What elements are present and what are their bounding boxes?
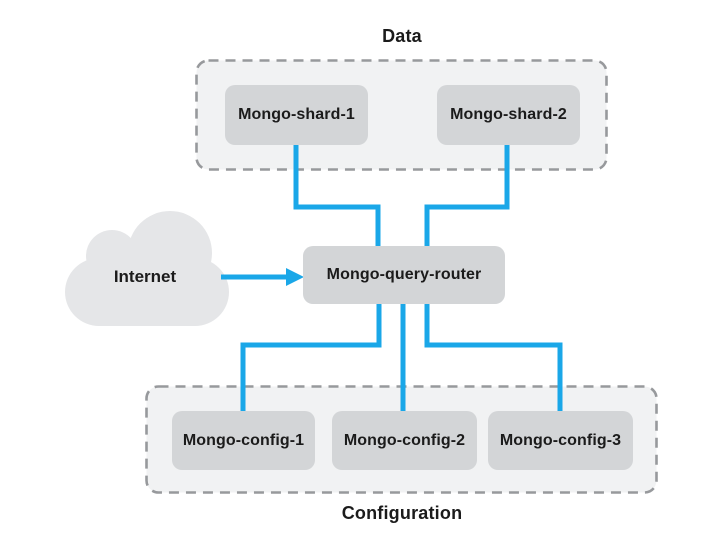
node-mongo-config-1: Mongo-config-1 [172,411,315,470]
internet-label: Internet [113,267,177,286]
internet-arrowhead-icon [286,268,304,286]
node-mongo-config-3: Mongo-config-3 [488,411,633,470]
node-mongo-query-router: Mongo-query-router [303,246,505,304]
connector-shard2-router [424,145,510,247]
configuration-group-label: Configuration [341,503,463,523]
node-mongo-config-2: Mongo-config-2 [332,411,477,470]
connector-router-config3 [424,303,563,412]
connector-shard1-router [293,145,381,247]
data-group-label: Data [382,26,422,46]
node-mongo-shard-1: Mongo-shard-1 [225,85,368,145]
node-mongo-shard-2: Mongo-shard-2 [437,85,580,145]
connector-router-config1 [240,303,382,412]
internet-cloud-icon [65,211,229,326]
